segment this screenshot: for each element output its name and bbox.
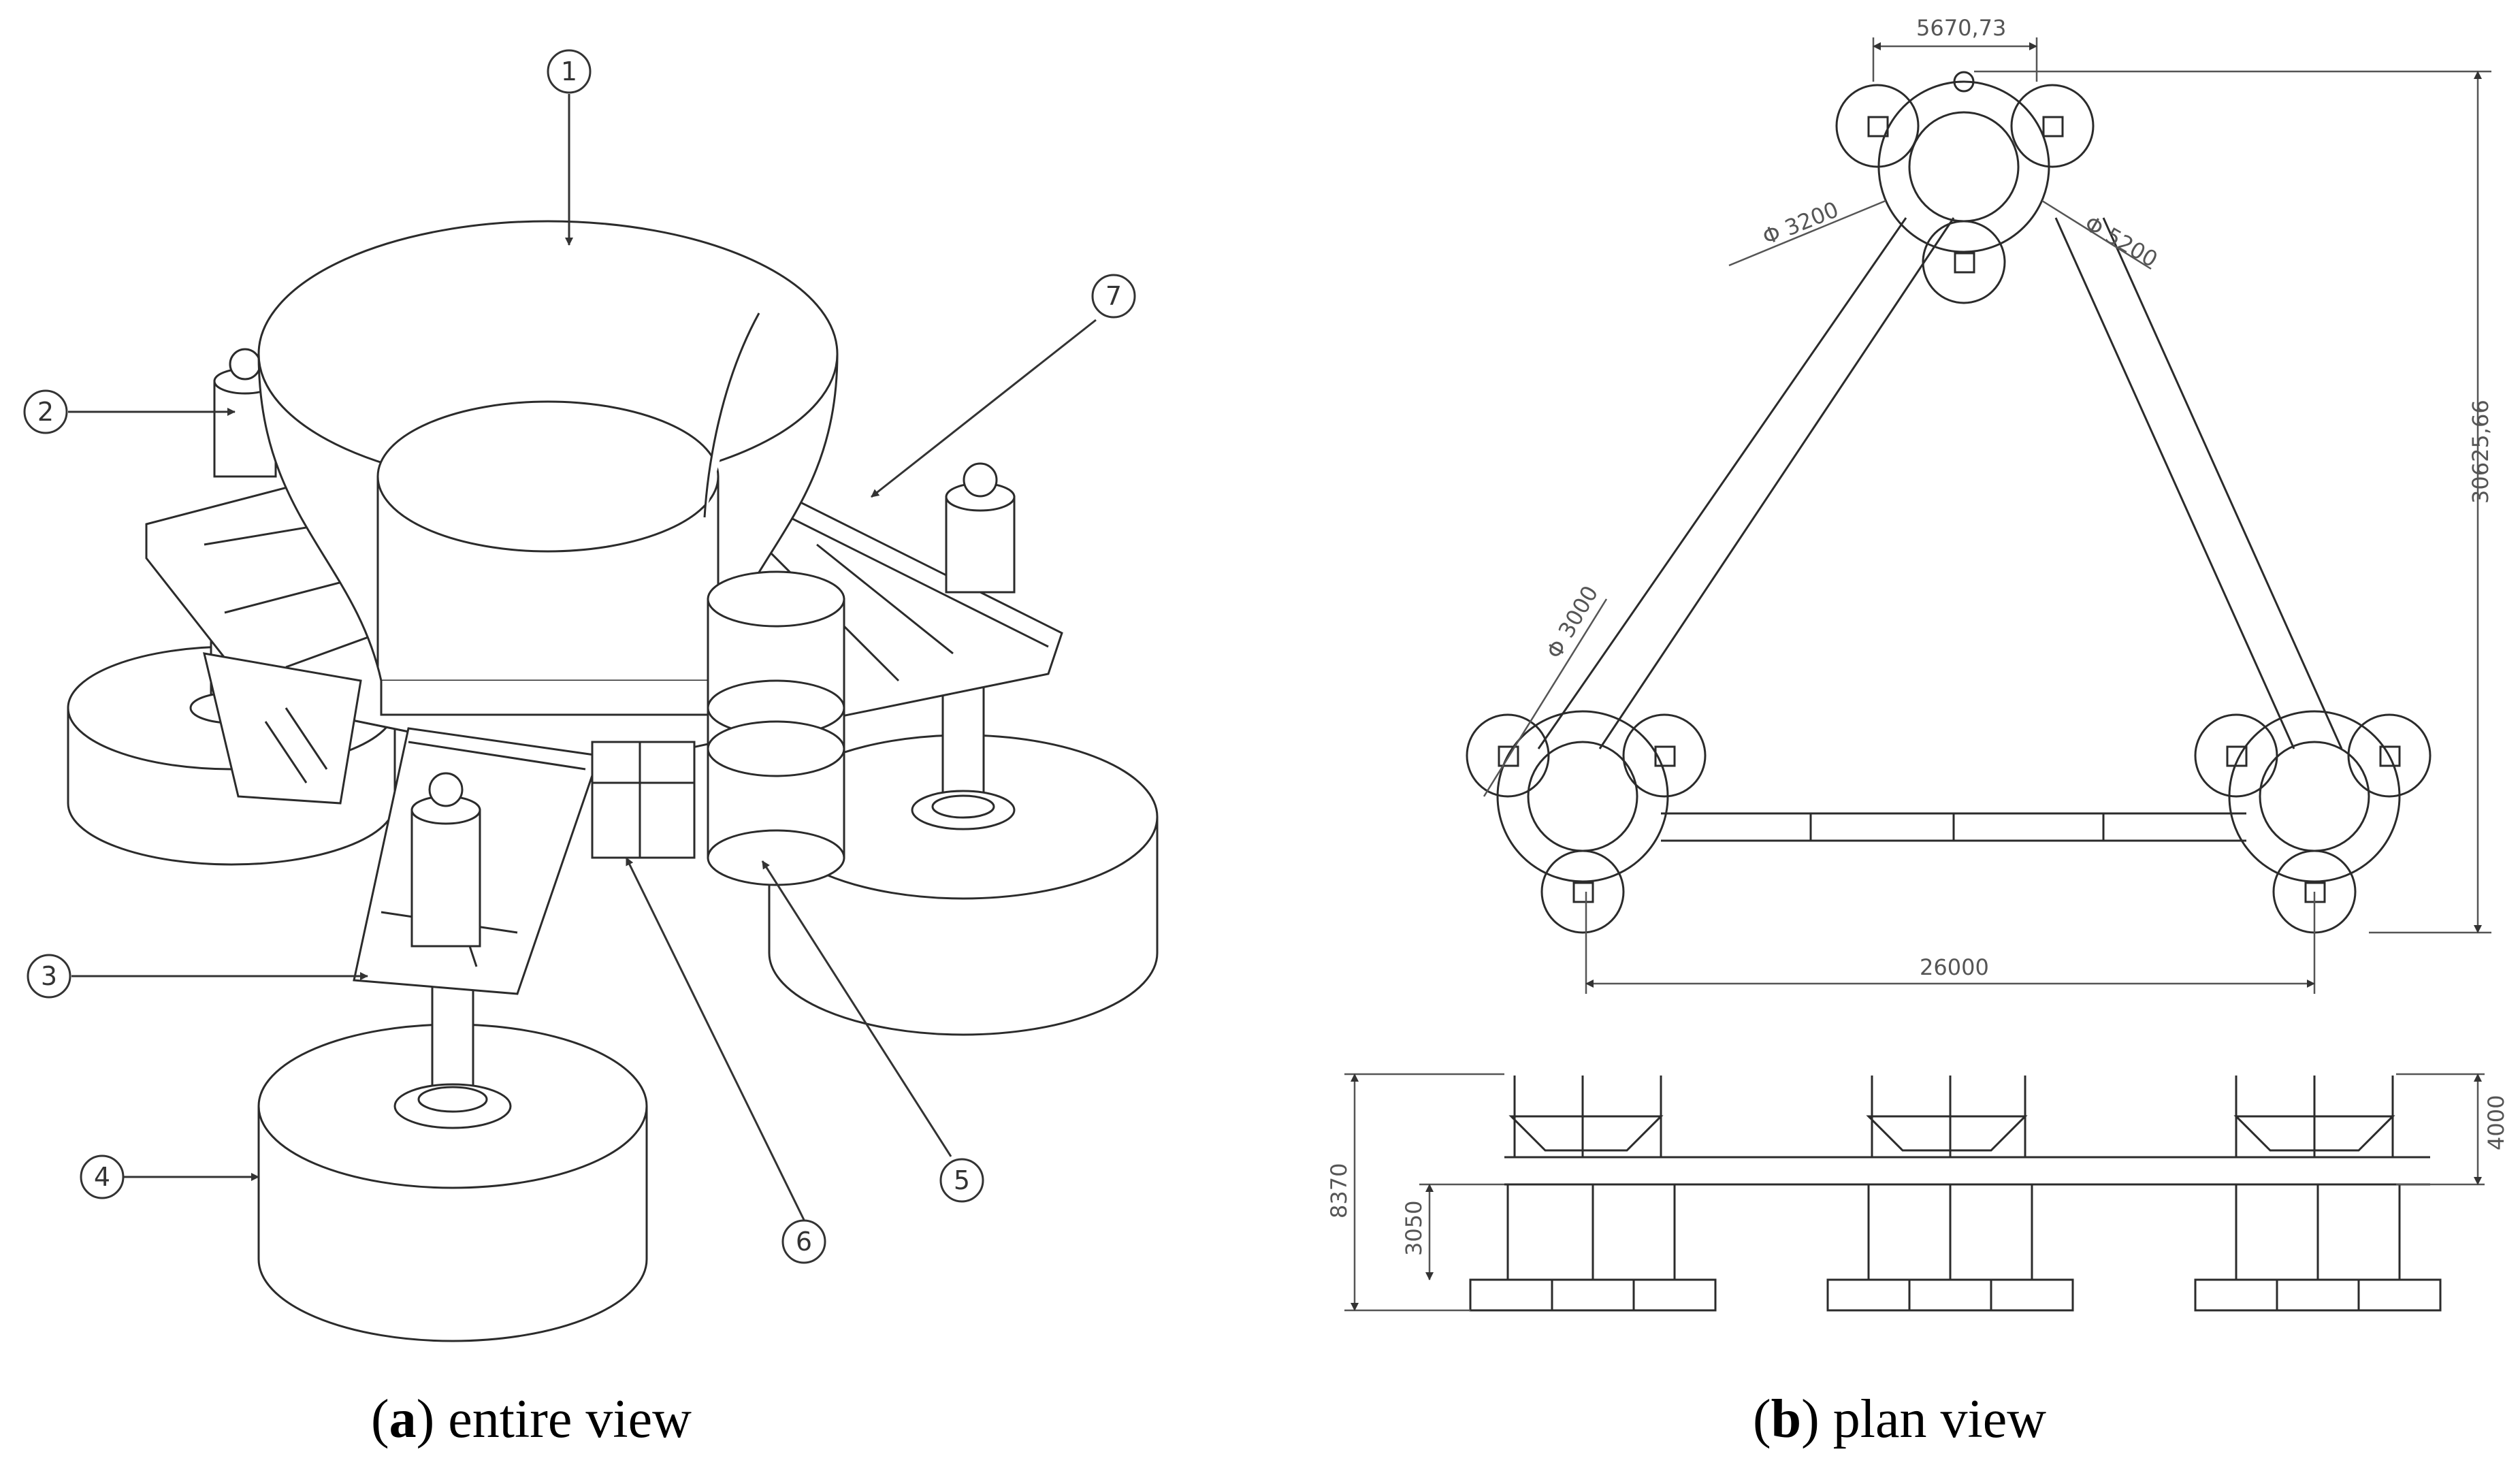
dim-span: 26000 [1920,954,1989,980]
central-funnel [257,220,839,716]
elevation-dimension-lines [1344,1073,2485,1312]
caption-a-letter: a [389,1389,417,1449]
equipment-box [591,741,696,859]
elevation-masts [1508,1076,2395,1157]
node-top [1835,71,2095,304]
plan-dimension-lines [1483,37,2491,994]
buoy-right [768,679,1159,1036]
callout-1 [547,49,592,94]
dim-phi-outer: Φ 5200 [2080,210,2162,272]
callout-3 [27,954,71,999]
triangle-frame [1537,217,2343,842]
callout-4-label: 4 [94,1162,110,1192]
callout-6 [781,1219,826,1264]
mast-right [945,462,1016,594]
buoy-front [257,938,648,1342]
callout-2-label: 2 [37,397,54,427]
elevation-floats [1469,1278,2442,1312]
dim-phi-float: Φ 3000 [1541,581,1603,663]
caption-b: (b) plan view [1753,1389,2047,1449]
dim-elev-right: 4000 [2483,1095,2509,1150]
mast-front [410,772,481,948]
callout-7-label: 7 [1105,281,1122,311]
callout-1-label: 1 [561,56,577,86]
caption-a: (a) entire view [371,1389,692,1449]
plan-view-drawing [1466,71,2432,934]
callout-markers [23,49,1136,1264]
callout-4 [80,1154,125,1199]
callout-5-label: 5 [954,1165,970,1195]
callout-5 [939,1158,984,1203]
dim-total-height: 30625,66 [2468,400,2493,504]
elevation-drawing [1469,1076,2442,1312]
node-bottom-left [1466,710,1707,934]
gusset-plate [203,652,362,805]
callout-leaders [68,94,1097,1221]
dim-elev-total: 8370 [1326,1163,1352,1218]
callout-2 [23,389,68,434]
caption-a-text: entire view [434,1389,692,1449]
entire-view-drawing [67,220,1159,1342]
dim-top-spacing: 5670,73 [1916,15,2006,41]
dim-phi-inner: Φ 3200 [1759,196,1843,250]
callout-3-label: 3 [41,961,57,991]
dim-elev-pillar: 3050 [1401,1201,1427,1256]
caption-b-text: plan view [1819,1389,2047,1449]
pto-cylinder [707,570,845,886]
callout-7 [1091,274,1136,319]
callout-6-label: 6 [796,1227,812,1257]
caption-b-letter: b [1771,1389,1802,1449]
node-bottom-right [2194,710,2432,934]
elevation-pillars [1506,1184,2401,1280]
